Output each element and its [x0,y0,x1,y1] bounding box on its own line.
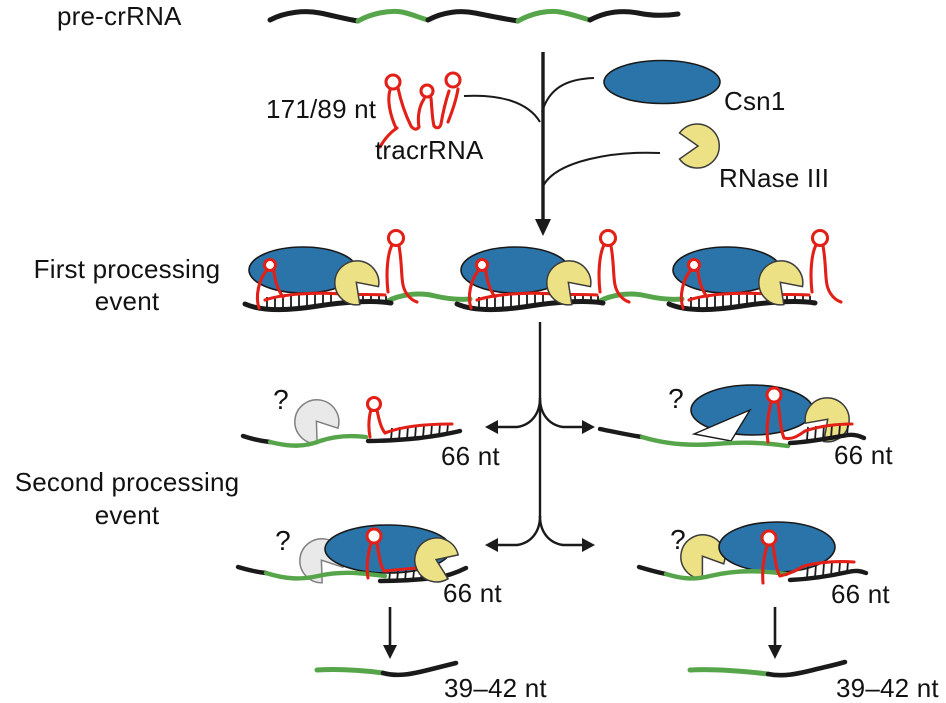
intermediate-bottom-right: ? 66 nt [636,521,890,609]
pre-crrna-strand [267,8,681,24]
tracrrna-connector-curve [463,94,541,123]
tracrrna-hairpin-loop [760,529,778,547]
spacer-segment [595,291,685,305]
tracrrna-hairpin-loop [365,395,383,413]
hairpin-loop-2 [419,83,435,99]
tracrrna-structure [378,71,462,149]
branch-arrows [485,322,595,552]
csn1-connector-curve [541,77,595,113]
hairpin-loop-1 [384,73,402,91]
question-mark: ? [275,525,291,556]
first-processing-row [245,231,841,311]
spacer-segment [663,569,789,581]
product-arrow-left [383,607,397,659]
first-processing-label-line1: First processing [34,254,221,284]
hairpin-loop-3 [444,71,462,89]
question-mark: ? [670,524,686,555]
mature-crrna-left: 39–42 nt [314,660,547,703]
product-arrow-right [768,607,782,659]
main-arrow [535,52,551,236]
rnase-iii-label: RNase III [719,163,829,193]
intermediate-bottom-left: ? 66 nt [235,524,502,608]
mature-crrna-right: 39–42 nt [687,659,939,703]
csn1-label: Csn1 [724,86,786,116]
second-processing-label-line2: event [95,500,160,530]
first-processing-label-line2: event [95,286,160,316]
spacer-segment [355,8,431,24]
question-mark: ? [668,383,684,414]
spacer-segment [267,433,369,448]
tracrrna-hairpin-loop [365,527,383,545]
size-label-66nt: 66 nt [834,440,893,470]
tracrrna-name-label: tracrRNA [375,135,484,165]
spacer-segment [639,434,791,449]
size-label-66nt: 66 nt [441,441,500,471]
product-size-label: 39–42 nt [444,673,547,703]
rnase-iii-connector-curve [542,151,661,187]
rnase-iii-protein [678,123,720,169]
question-mark: ? [273,384,289,415]
intermediate-top-left: ? 66 nt [240,384,500,471]
tracrrna-hairpin-loop [765,386,783,404]
tracrrna-size-label: 171/89 nt [266,94,377,124]
size-label-66nt: 66 nt [831,579,890,609]
spacer-segment [383,291,473,305]
processing-complex-3 [669,231,841,311]
size-label-66nt: 66 nt [443,578,502,608]
intermediate-top-right: ? 66 nt [597,383,893,470]
csn1-notch [691,408,752,442]
product-size-label: 39–42 nt [836,673,939,703]
csn1-protein [603,59,721,105]
spacer-segment [515,8,593,24]
pre-crrna-label: pre-crRNA [57,1,182,31]
second-processing-label-line1: Second processing [15,467,240,497]
